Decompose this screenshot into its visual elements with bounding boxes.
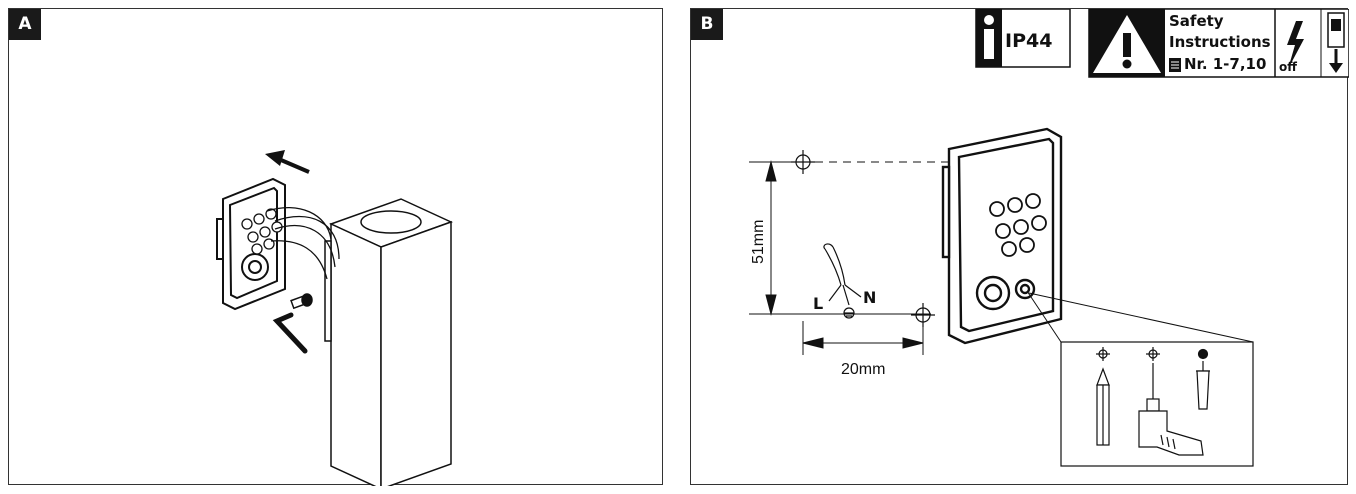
connection-wires <box>266 207 340 280</box>
safety-ref: Nr. 1-7,10 <box>1184 55 1266 73</box>
safety-title-line2: Instructions <box>1169 33 1271 51</box>
direction-arrow-icon <box>265 150 310 174</box>
wall-plug-icon <box>1196 348 1210 410</box>
dimension-vertical-label: 51mm <box>750 220 767 264</box>
book-icon <box>1169 58 1181 72</box>
safety-box <box>1088 9 1349 78</box>
lamp-body <box>324 198 453 486</box>
mounting-bracket <box>216 177 286 311</box>
panel-b: B <box>690 8 1349 485</box>
ip-rating: IP44 <box>1005 30 1052 52</box>
info-box <box>975 9 1071 68</box>
crosshair-icon <box>791 150 815 174</box>
mounting-bracket <box>941 127 1063 345</box>
dimension-horizontal-label: 20mm <box>841 361 885 378</box>
drill-icon <box>1138 347 1204 456</box>
panel-a: A <box>8 8 663 486</box>
dimension-horizontal <box>802 321 924 355</box>
screw-icon <box>290 293 313 310</box>
panel-a-illustration <box>216 150 453 486</box>
tools-detail-box <box>1060 341 1254 467</box>
panel-a-label: A <box>9 9 41 40</box>
leader-line <box>1026 290 1062 343</box>
pencil-icon <box>1096 347 1110 446</box>
leader-line <box>1028 292 1254 343</box>
crosshair-icon <box>911 303 935 327</box>
safety-title-line1: Safety <box>1169 12 1224 30</box>
panel-b-label: B <box>691 9 723 40</box>
mains-cable <box>823 243 862 319</box>
lightning-icon <box>1287 21 1304 69</box>
wire-neutral-label: N <box>863 288 876 307</box>
off-label: off <box>1279 60 1297 74</box>
wire-live-label: L <box>813 294 823 313</box>
dimension-vertical <box>749 160 931 316</box>
allen-key-icon <box>272 312 308 354</box>
breaker-switch-icon <box>1327 12 1345 73</box>
panel-b-illustration: IP44 Safety Instructions Nr. 1-7,10 off … <box>749 9 1349 467</box>
